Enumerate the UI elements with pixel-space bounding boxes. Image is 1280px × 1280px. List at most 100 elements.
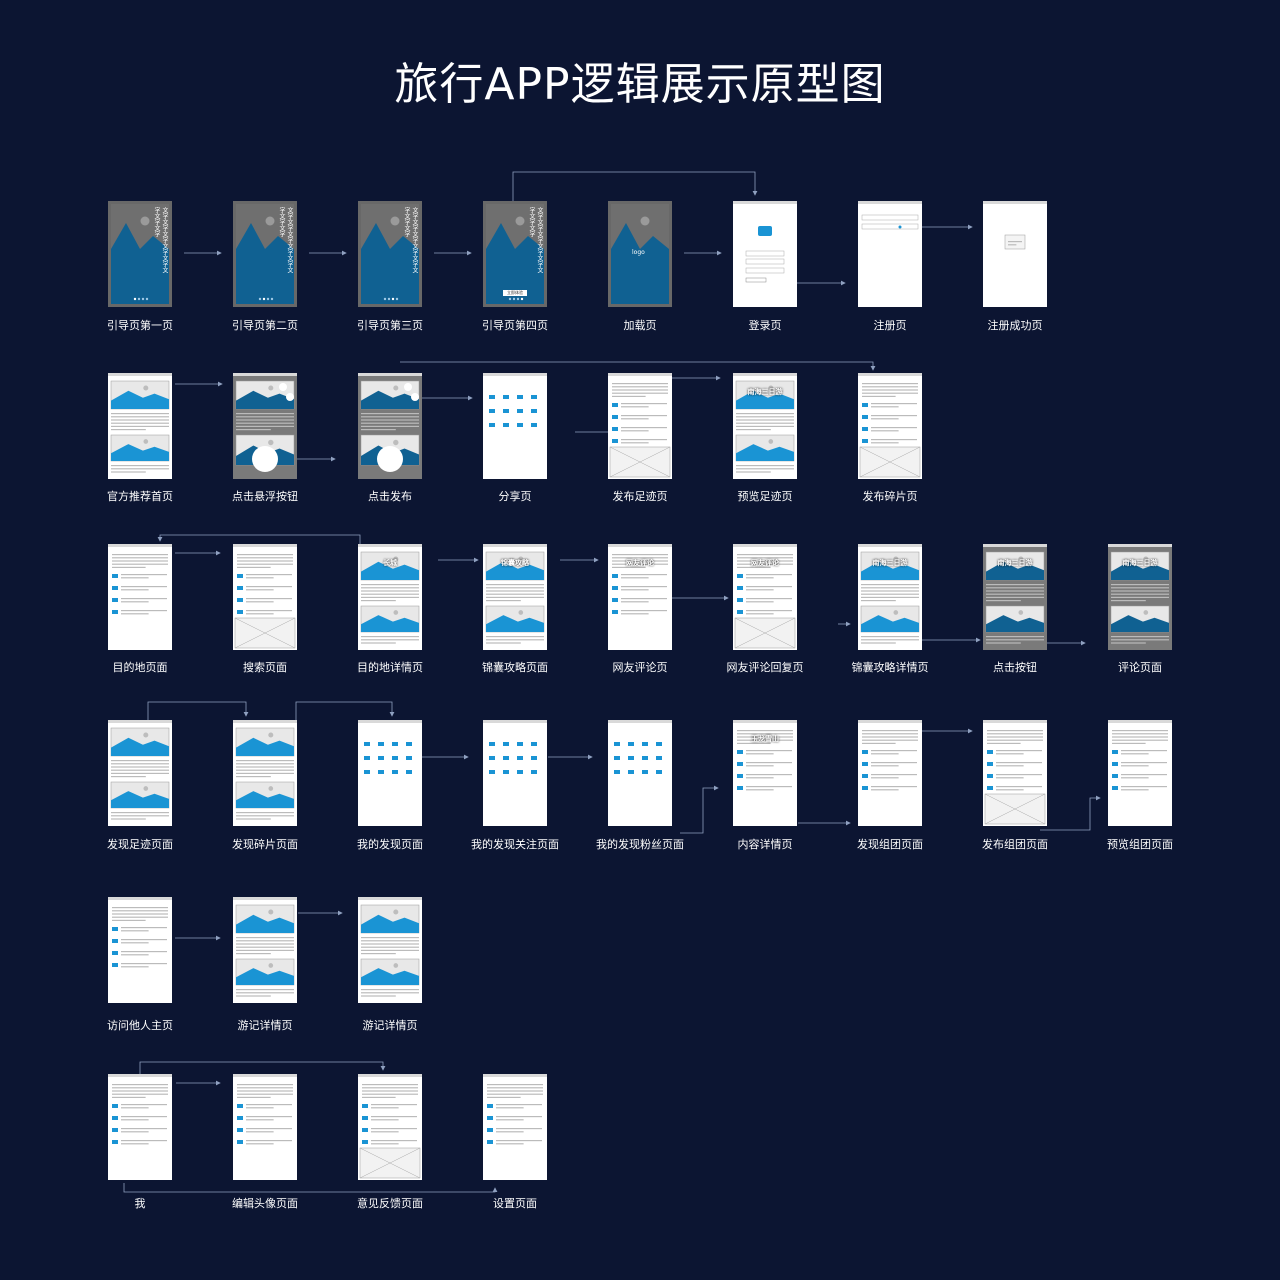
- screen-thumbnail: 文字文字文字文字文字文字文字文字: [233, 201, 297, 307]
- wireframe-illustration: [233, 373, 297, 479]
- screen-thumbnail: [358, 897, 422, 1003]
- screen-thumbnail: [858, 201, 922, 307]
- screen-caption: 发现碎片页面: [232, 838, 298, 851]
- wireframe-illustration: [611, 204, 669, 304]
- wireframe-illustration: [733, 544, 797, 649]
- wireframe-illustration: [858, 720, 922, 791]
- screen-caption: 点击按钮: [993, 661, 1037, 674]
- screen-thumbnail: [858, 373, 922, 479]
- screen-thumbnail: [108, 373, 172, 479]
- screen-caption: 内容详情页: [737, 838, 793, 851]
- wireframe-illustration: [1108, 544, 1172, 650]
- screen-heading: 南海三日游: [1122, 559, 1158, 567]
- wireframe-illustration: [233, 897, 297, 997]
- screen-thumbnail: 长城: [358, 544, 422, 650]
- wireframe-illustration: [108, 720, 172, 820]
- wireframe-illustration: [233, 1074, 297, 1145]
- guide-vertical-text: 文字文字文字文字文字文字文字文字: [528, 207, 543, 273]
- screen-thumbnail: [483, 720, 547, 826]
- screen-thumbnail: [233, 897, 297, 1003]
- screen-caption: 网友评论回复页: [726, 661, 804, 674]
- screen-caption: 发布碎片页: [862, 490, 918, 503]
- screen-thumbnail: 南海三日游: [1108, 544, 1172, 650]
- screen-caption: 网友评论页: [612, 661, 668, 674]
- wireframe-illustration: [108, 1074, 172, 1145]
- screen-heading: 网友评论: [751, 559, 779, 567]
- screen-caption: 引导页第三页: [357, 319, 423, 332]
- wireframe-illustration: [858, 201, 922, 230]
- screen-heading: 南海三日游: [747, 388, 783, 396]
- screen-thumbnail: 网友评论: [733, 544, 797, 650]
- screen-caption: 目的地详情页: [357, 661, 423, 674]
- screen-caption: 发布组团页面: [982, 838, 1048, 851]
- guide-vertical-text: 文字文字文字文字文字文字文字文字: [278, 207, 293, 273]
- screen-thumbnail: [483, 1074, 547, 1180]
- wireframe-illustration: [108, 544, 172, 615]
- guide-vertical-text: 文字文字文字文字文字文字文字文字: [403, 207, 418, 273]
- screen-caption: 注册成功页: [987, 319, 1043, 332]
- wireframe-illustration: [483, 373, 547, 427]
- wireframe-illustration: [108, 373, 172, 473]
- screen-caption: 我的发现页面: [357, 838, 423, 851]
- screen-caption: 我的发现粉丝页面: [596, 838, 684, 851]
- screen-caption: 分享页: [498, 490, 532, 503]
- screen-thumbnail: 文字文字文字文字文字文字文字文字立即体验: [483, 201, 547, 307]
- screen-thumbnail: [233, 1074, 297, 1180]
- wireframe-illustration: [733, 201, 797, 283]
- screen-thumbnail: [108, 720, 172, 826]
- screen-caption: 目的地页面: [112, 661, 168, 674]
- screen-thumbnail: [858, 720, 922, 826]
- screen-caption: 发现足迹页面: [107, 838, 173, 851]
- wireframe-illustration: [358, 897, 422, 997]
- screen-heading: 玉龙雪山: [751, 735, 779, 743]
- screen-thumbnail: [733, 201, 797, 307]
- screen-caption: 编辑头像页面: [232, 1197, 298, 1210]
- flow-arrow: [123, 1183, 498, 1193]
- loading-logo: logo: [632, 249, 645, 256]
- screen-thumbnail: [233, 720, 297, 826]
- wireframe-illustration: [1108, 720, 1172, 791]
- screen-caption: 登录页: [748, 319, 782, 332]
- wireframe-illustration: [361, 204, 419, 304]
- screen-thumbnail: [108, 1074, 172, 1180]
- screen-thumbnail: [608, 373, 672, 479]
- screen-thumbnail: 锦囊攻略: [483, 544, 547, 650]
- guide-vertical-text: 文字文字文字文字文字文字文字文字: [153, 207, 168, 273]
- screen-caption: 官方推荐首页: [107, 490, 173, 503]
- wireframe-illustration: [111, 204, 169, 304]
- screen-heading: 网友评论: [626, 559, 654, 567]
- screen-thumbnail: [358, 373, 422, 479]
- screen-thumbnail: [358, 720, 422, 826]
- screen-caption: 发现组团页面: [857, 838, 923, 851]
- flow-arrow: [295, 701, 395, 720]
- screen-caption: 引导页第二页: [232, 319, 298, 332]
- wireframe-illustration: [983, 544, 1047, 650]
- screen-thumbnail: [108, 897, 172, 1003]
- screen-thumbnail: 南海三日游: [858, 544, 922, 650]
- flow-arrow: [139, 1061, 386, 1074]
- page-title: 旅行APP逻辑展示原型图: [394, 59, 886, 110]
- wireframe-illustration: [733, 373, 797, 473]
- start-button[interactable]: 立即体验: [503, 290, 527, 296]
- screen-thumbnail: [483, 373, 547, 479]
- screen-thumbnail: [358, 1074, 422, 1180]
- wireframe-illustration: [108, 897, 172, 968]
- wireframe-illustration: [608, 544, 672, 615]
- screen-thumbnail: 网友评论: [608, 544, 672, 650]
- screen-heading: 长城: [383, 559, 397, 567]
- screen-caption: 预览足迹页: [737, 490, 793, 503]
- screen-thumbnail: 南海三日游: [983, 544, 1047, 650]
- screen-heading: 南海三日游: [872, 559, 908, 567]
- wireframe-illustration: [858, 544, 922, 644]
- screen-caption: 访问他人主页: [107, 1019, 173, 1032]
- screen-thumbnail: 玉龙雪山: [733, 720, 797, 826]
- screen-thumbnail: [608, 720, 672, 826]
- wireframe-illustration: [483, 720, 547, 774]
- wireframe-illustration: [483, 544, 547, 644]
- wireframe-illustration: [733, 720, 797, 791]
- wireframe-illustration: [358, 720, 422, 774]
- screen-caption: 搜索页面: [243, 661, 287, 674]
- screen-caption: 评论页面: [1118, 661, 1162, 674]
- screen-caption: 发布足迹页: [612, 490, 668, 503]
- screen-thumbnail: [983, 201, 1047, 307]
